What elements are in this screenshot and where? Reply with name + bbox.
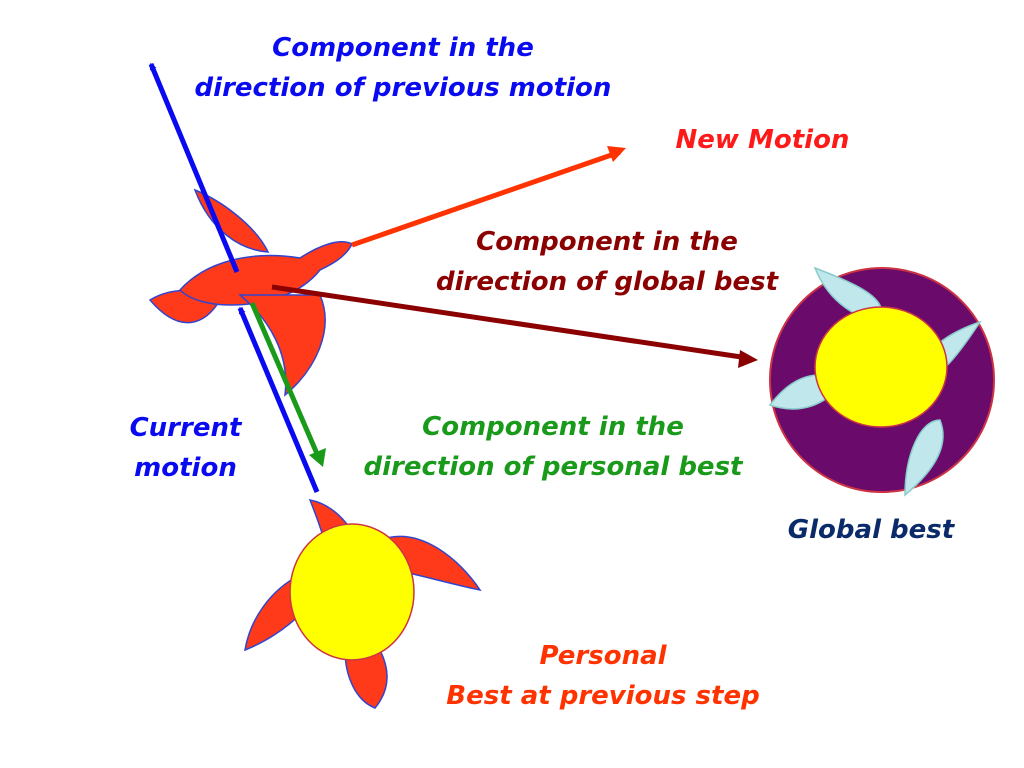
global-best-icon	[768, 266, 995, 497]
previous-motion-arrow	[148, 62, 240, 273]
global-component-arrowhead	[738, 350, 758, 368]
personal-component-arrow	[249, 302, 321, 457]
new-motion-label: New Motion	[675, 125, 850, 155]
new-motion-arrowhead	[607, 146, 626, 162]
global-component-label: Component in the direction of global bes…	[435, 227, 779, 297]
particle-bird-icon	[148, 188, 354, 397]
global-component-arrow	[271, 284, 749, 361]
personal-best-icon	[244, 498, 482, 709]
new-motion-arrow	[351, 149, 621, 248]
personal-component-label: Component in the direction of personal b…	[363, 412, 743, 482]
previous-motion-label: Component in the direction of previous m…	[194, 33, 612, 103]
global-best-label: Global best	[787, 515, 955, 545]
current-motion-arrow	[237, 306, 320, 493]
personal-component-arrowhead	[309, 448, 326, 467]
personal-best-label: Personal Best at previous step	[446, 641, 760, 711]
current-motion-label: Current motion	[129, 413, 242, 483]
